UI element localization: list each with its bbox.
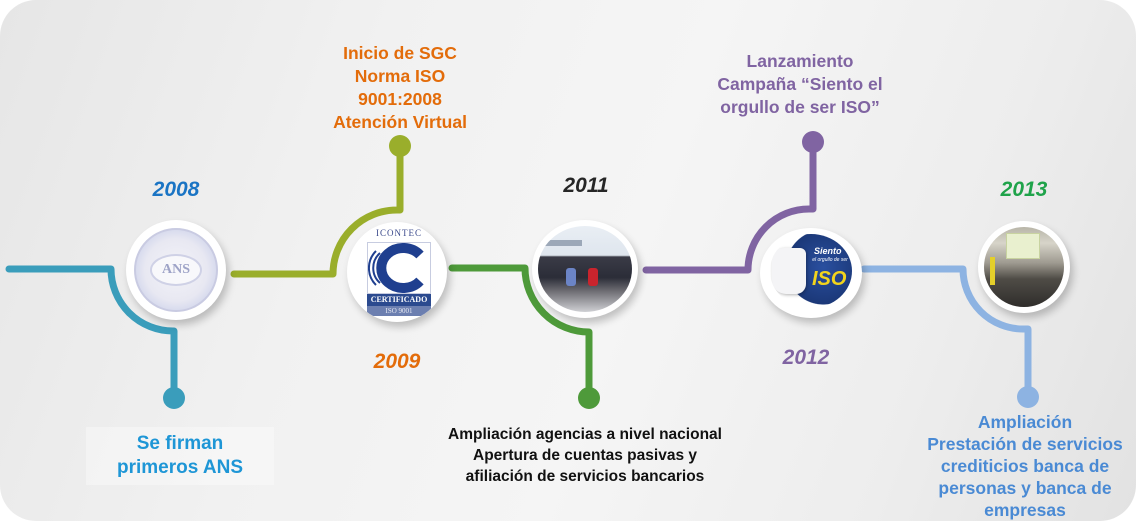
node-2013 (978, 221, 1070, 313)
connector-2009 (230, 143, 404, 278)
description-box-2008 (86, 427, 274, 485)
certificate-banner (542, 240, 582, 246)
thumb-siento-text: Siento (814, 246, 842, 256)
group-photo-certificate-icon (538, 226, 632, 312)
thumb-orgullo-text: el orgullo de ser (812, 257, 848, 263)
icontec-logo-text: ICONTEC (376, 228, 422, 238)
description-2009: Inicio de SGC Norma ISO 9001:2008 Atenci… (333, 43, 467, 132)
description-2013: Ampliación Prestación de servicios credi… (927, 412, 1123, 520)
connector-dot-2009 (389, 135, 411, 157)
icontec-certificado-icon: ICONTEC CERTIFICADO ISO 9001 (363, 228, 435, 318)
connector-2012 (642, 142, 817, 274)
auditorium-photo-icon (984, 227, 1064, 307)
node-2012: Siento el orgullo de ser ISO (760, 228, 862, 318)
thumbs-up-hand (772, 248, 806, 294)
person-blue (566, 268, 576, 286)
ans-seal-text: ANS (150, 254, 202, 286)
connector-dot-2008 (163, 387, 185, 409)
projection-screen (1006, 233, 1040, 259)
description-2008: Se firman primeros ANS (117, 433, 243, 478)
yellow-banner (990, 257, 995, 285)
certificado-banner: CERTIFICADO (367, 294, 431, 306)
connector-2011 (448, 264, 593, 402)
year-2013: 2013 (1000, 178, 1048, 201)
connector-2013 (860, 265, 1032, 400)
year-2011: 2011 (563, 174, 609, 197)
ans-seal-icon: ANS (134, 228, 218, 312)
year-2009: 2009 (373, 350, 421, 373)
connector-dot-2011 (578, 387, 600, 409)
description-2011: Ampliación agencias a nivel nacional Ape… (448, 426, 722, 485)
connector-dot-2012 (802, 131, 824, 153)
node-2009: ICONTEC CERTIFICADO ISO 9001 (347, 222, 447, 322)
description-2012: Lanzamiento Campaña “Siento el orgullo d… (717, 51, 883, 117)
iso-9001-footer: ISO 9001 (367, 306, 431, 316)
icontec-c-mark (367, 242, 431, 294)
thumbs-up-iso-icon: Siento el orgullo de ser ISO (770, 234, 852, 308)
node-2011 (532, 220, 638, 318)
node-2008: ANS (126, 220, 226, 320)
year-2012: 2012 (782, 346, 830, 369)
person-red (588, 268, 598, 286)
thumb-iso-text: ISO (812, 268, 847, 290)
connector-2008 (5, 265, 178, 402)
year-2008: 2008 (152, 178, 200, 201)
connector-dot-2013 (1017, 386, 1039, 408)
